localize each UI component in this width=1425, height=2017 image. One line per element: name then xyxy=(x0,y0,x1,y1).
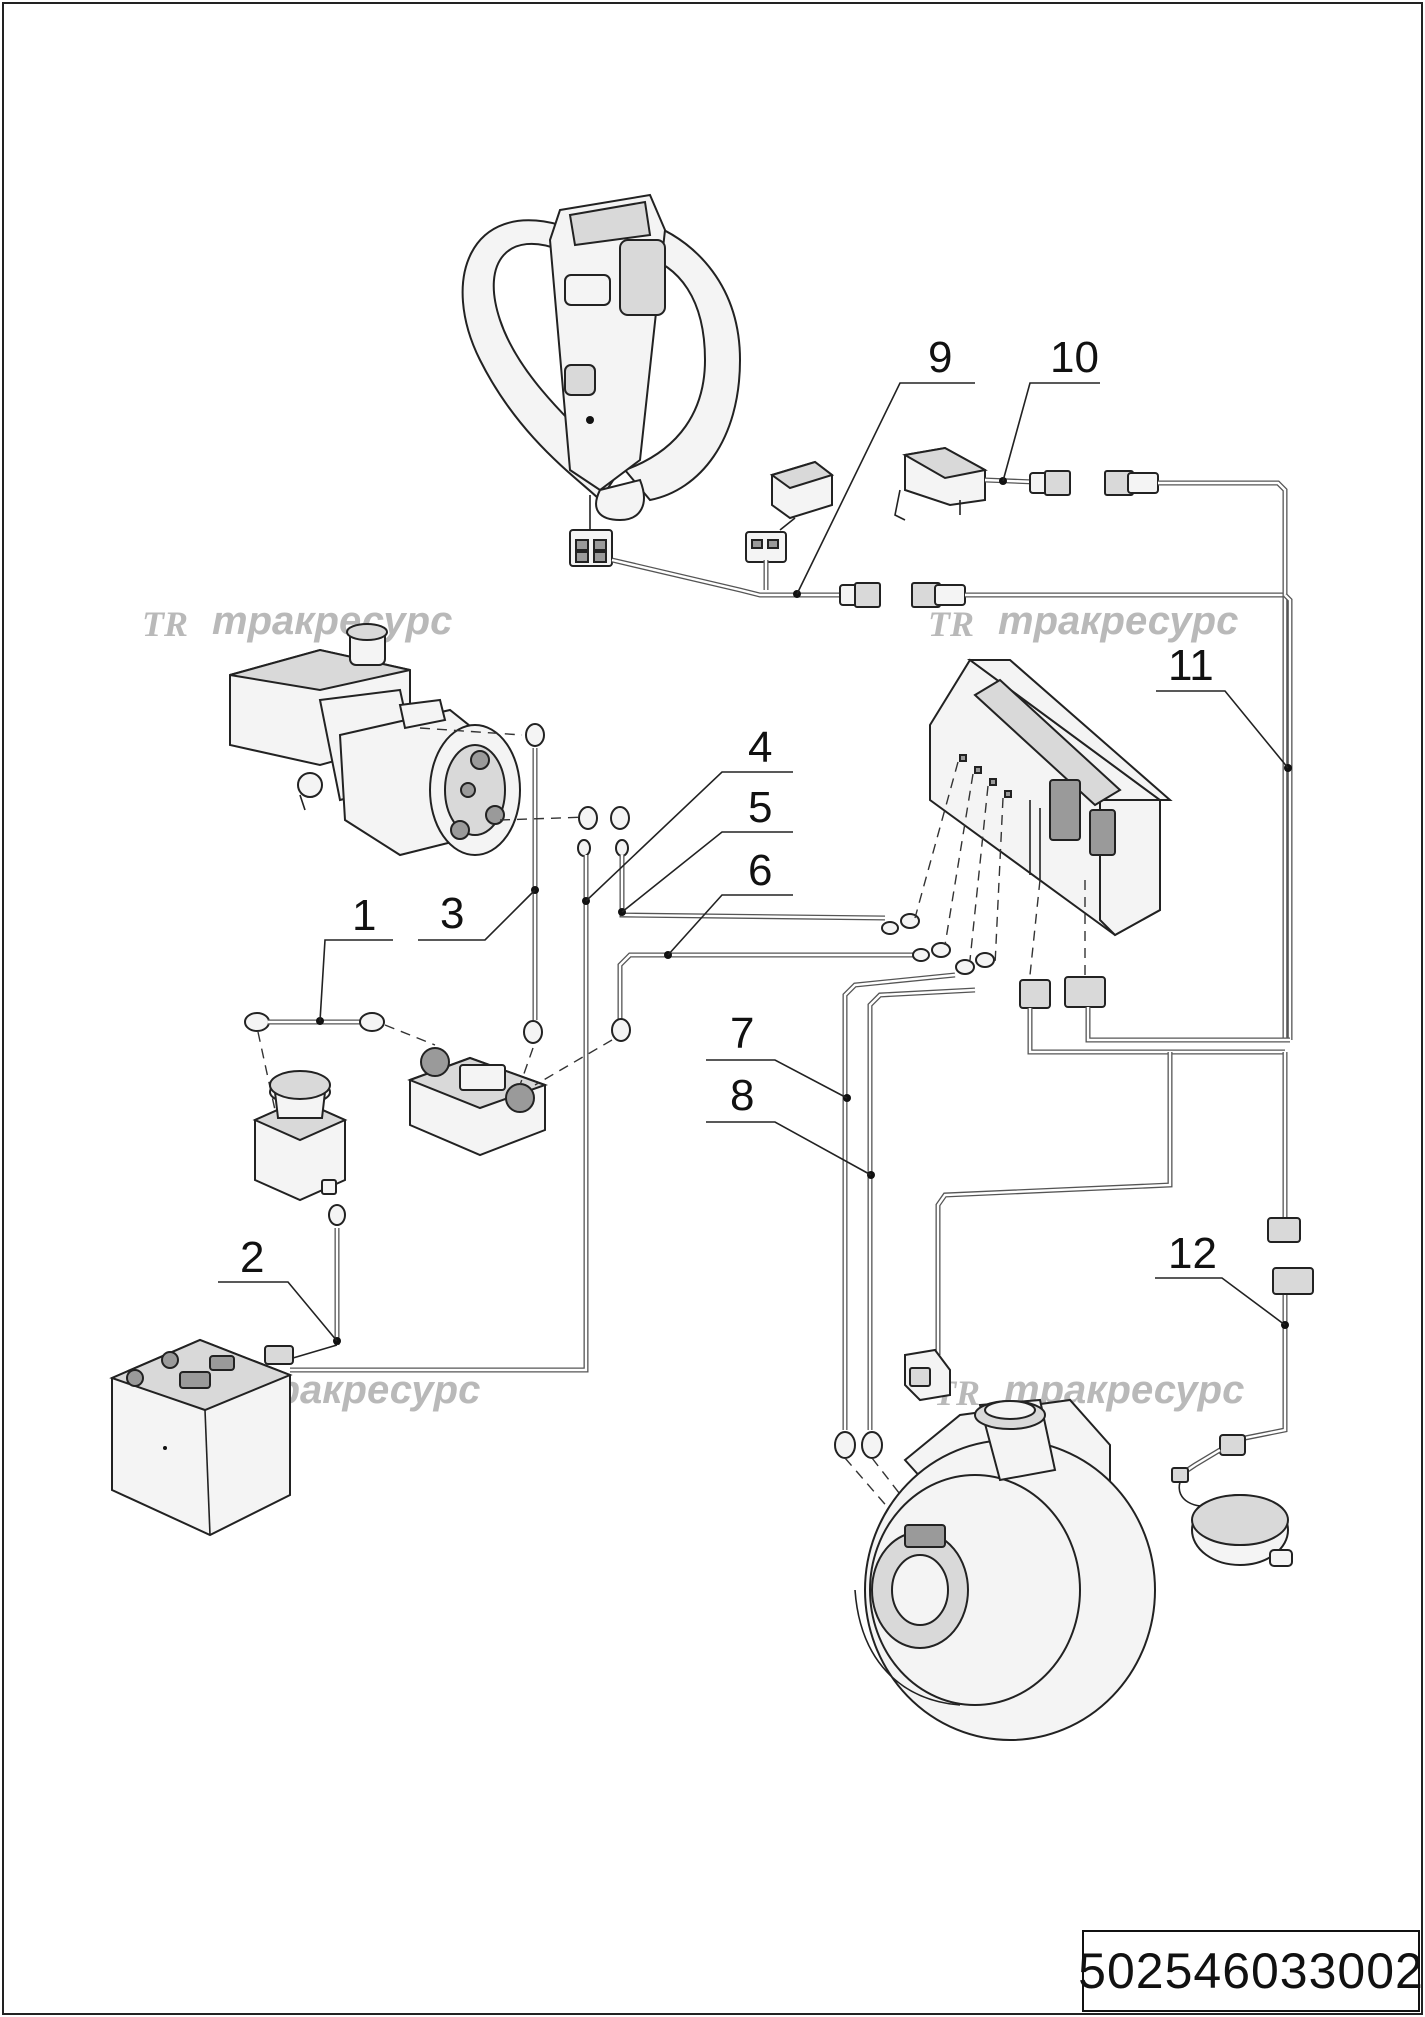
fuse-holder xyxy=(384,1024,613,1157)
callout-10: 10 xyxy=(1050,333,1099,382)
ring-terminal xyxy=(577,839,591,857)
callout-2: 2 xyxy=(240,1233,264,1282)
buzzer xyxy=(1171,1434,1293,1567)
ring-terminal xyxy=(912,948,930,962)
ring-terminal xyxy=(578,806,598,830)
watermark-1: TR тракресурс xyxy=(142,599,452,644)
hydraulic-pump-motor xyxy=(229,623,521,857)
traction-drive-unit xyxy=(844,1398,1156,1741)
watermark-logo: TR xyxy=(928,604,974,644)
ring-terminal xyxy=(328,1204,346,1226)
callout-4: 4 xyxy=(748,723,772,772)
emergency-stop-switch xyxy=(252,1031,348,1202)
controller-connector-b xyxy=(1064,976,1290,1043)
watermark-4: TR тракресурс xyxy=(934,1368,1244,1413)
ring-terminal xyxy=(615,839,629,857)
callout-6: 6 xyxy=(748,846,772,895)
battery xyxy=(109,1338,293,1537)
ring-terminal xyxy=(955,959,975,975)
tiller-handle xyxy=(461,193,742,522)
callout-1: 1 xyxy=(352,891,376,940)
callout-9: 9 xyxy=(928,333,952,382)
ring-terminal xyxy=(975,952,995,968)
callout-11: 11 xyxy=(1168,641,1214,690)
callout-3: 3 xyxy=(440,889,464,938)
callout-8: 8 xyxy=(730,1071,754,1120)
ring-terminal xyxy=(931,942,951,958)
ring-terminal xyxy=(523,1020,543,1044)
ring-terminal xyxy=(525,723,545,747)
ring-terminal xyxy=(610,806,630,830)
ring-terminal xyxy=(611,1018,631,1042)
watermark-2: TR тракресурс xyxy=(928,599,1238,644)
callout-12: 12 xyxy=(1168,1229,1217,1278)
inline-connector-12 xyxy=(1267,1217,1314,1295)
callout-7: 7 xyxy=(730,1009,754,1058)
part-number-box: 502546033002 xyxy=(1078,1930,1423,2012)
tiller-connector xyxy=(569,495,613,567)
controller-connector-a xyxy=(1019,979,1285,1055)
inline-connector-9 xyxy=(839,582,966,608)
ring-terminal xyxy=(881,921,899,935)
ring-terminal xyxy=(900,913,920,929)
ring-terminal xyxy=(861,1431,883,1459)
encoder-connector xyxy=(904,1348,951,1402)
ring-terminal xyxy=(834,1431,856,1459)
watermark-text: тракресурс xyxy=(998,599,1238,643)
motor-controller xyxy=(929,658,1173,937)
switch-box xyxy=(745,460,835,563)
micro-switch xyxy=(894,446,988,521)
inline-connector-10 xyxy=(1029,470,1159,496)
battery-connector xyxy=(264,1344,338,1365)
part-number: 502546033002 xyxy=(1078,1943,1424,1999)
cable-1 xyxy=(244,1012,385,1032)
callout-5: 5 xyxy=(748,783,772,832)
watermark-logo: TR xyxy=(142,604,188,644)
watermark-text: тракресурс xyxy=(212,599,452,643)
